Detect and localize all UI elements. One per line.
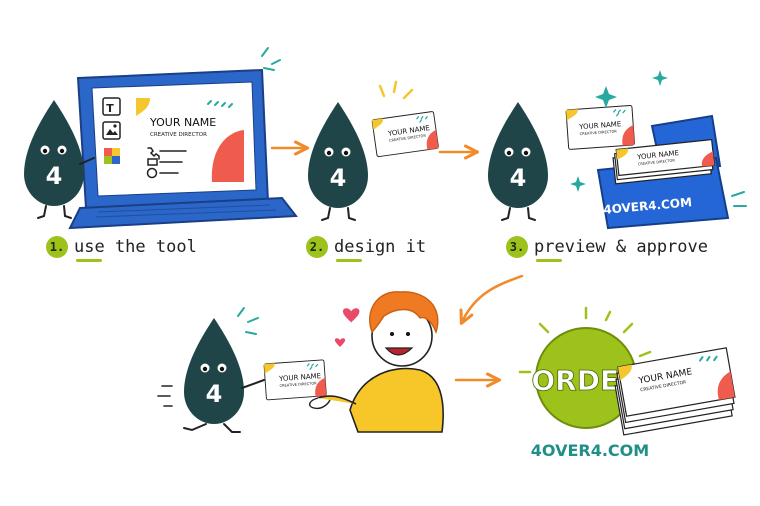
globe-icon <box>146 167 158 179</box>
card-role: CREATIVE DIRECTOR <box>279 381 317 388</box>
text-tool-glyph: T <box>106 102 114 115</box>
step-3-label: 3. preview & approve <box>506 236 708 262</box>
sparkle-lines <box>378 80 414 100</box>
laptop <box>68 68 298 230</box>
card-name: YOUR NAME <box>578 120 622 131</box>
card-box: YOUR NAME CREATIVE DIRECTOR 4OVER4.COM <box>596 114 730 230</box>
business-card: YOUR NAME CREATIVE DIRECTOR <box>371 110 440 158</box>
mascot-step-3 <box>488 102 548 221</box>
order-site: 4OVER4.COM <box>531 441 649 460</box>
image-tool-icon <box>102 121 121 140</box>
mascot-digit: 4 <box>206 380 223 408</box>
heart-icon <box>342 308 360 323</box>
card-role: CREATIVE DIRECTOR <box>389 134 427 143</box>
motion-lines <box>157 385 173 407</box>
screen-card-name: YOUR NAME <box>149 116 216 129</box>
step-2-text: design it <box>334 237 427 257</box>
color-palette-icon <box>104 148 120 164</box>
heart-icon <box>334 338 346 347</box>
card-role: CREATIVE DIRECTOR <box>638 158 676 166</box>
mascot-handing-card <box>183 318 265 433</box>
step-1-text: use the tool <box>74 237 197 257</box>
mascot-step-2 <box>308 102 368 221</box>
step-2-label: 2. design it <box>306 236 427 262</box>
business-card: YOUR NAME CREATIVE DIRECTOR <box>565 104 636 151</box>
screen-card-role: CREATIVE DIRECTOR <box>150 132 207 138</box>
mascot-step-1 <box>24 100 95 219</box>
step-1-number: 1. <box>46 236 68 258</box>
person-receiving-card <box>308 291 444 433</box>
card-name: YOUR NAME <box>278 372 322 383</box>
sparkle-stars <box>570 70 668 192</box>
phone-icon <box>147 147 160 160</box>
card-role: CREATIVE DIRECTOR <box>580 129 618 136</box>
sparkle-lines <box>261 47 281 71</box>
mascot-digit: 4 <box>510 164 527 192</box>
text-tool-icon <box>102 97 121 116</box>
mascot-digit: 4 <box>46 162 63 190</box>
flow-arrow-3 <box>462 274 524 322</box>
step-1-label: 1. use the tool <box>46 236 197 262</box>
business-card: YOUR NAME CREATIVE DIRECTOR <box>263 359 327 401</box>
step-3-text: preview & approve <box>534 237 708 257</box>
step-2-number: 2. <box>306 236 328 258</box>
card-stack: YOUR NAME CREATIVE DIRECTOR <box>614 347 736 436</box>
step-3-number: 3. <box>506 236 528 258</box>
mail-icon <box>147 158 158 166</box>
mascot-digit: 4 <box>330 164 347 192</box>
